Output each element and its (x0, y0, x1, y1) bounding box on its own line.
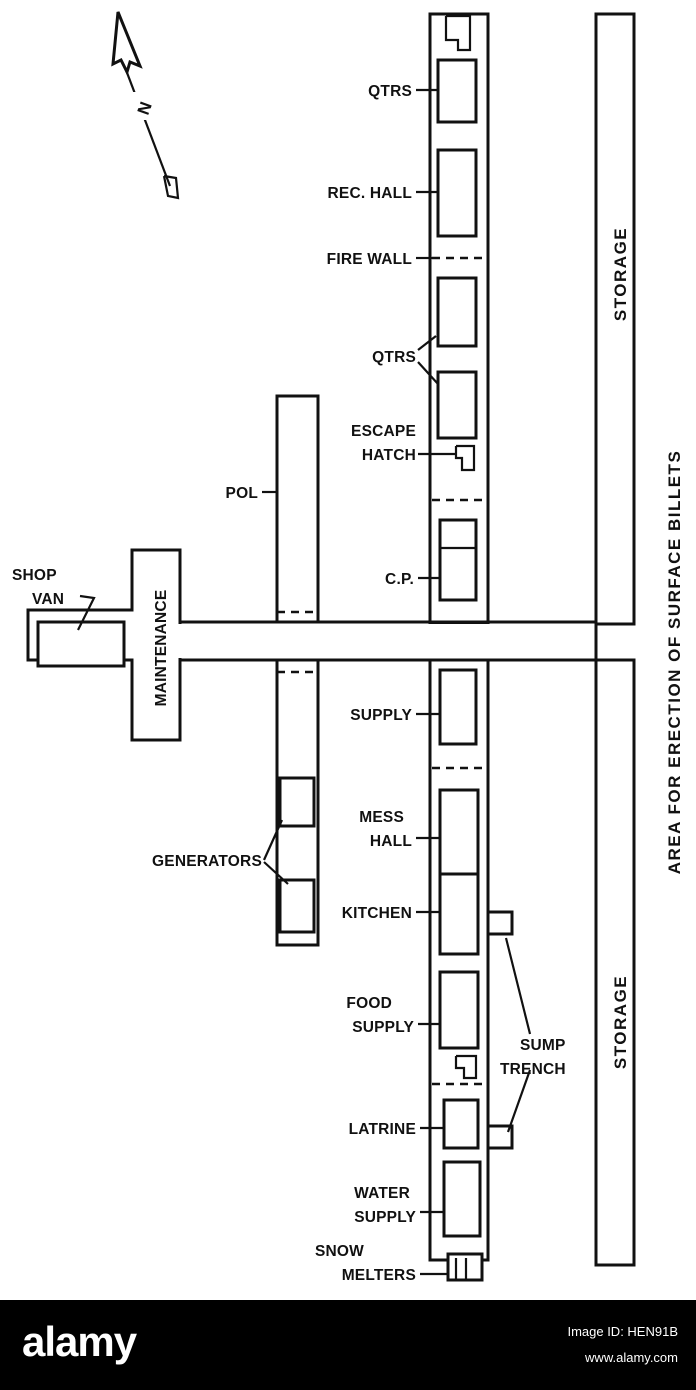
label-qtrs-mid: QTRS (372, 349, 416, 366)
label-latrine: LATRINE (349, 1121, 416, 1138)
storage-tunnel-bottom (594, 658, 636, 1267)
label-mess-hall-line2: HALL (370, 833, 412, 850)
label-food-supply-line1: FOOD (346, 995, 392, 1012)
area-caption: AREA FOR ERECTION OF SURFACE BILLETS (665, 450, 684, 875)
label-sump-trench-line2: TRENCH (500, 1061, 566, 1078)
kitchen-room (438, 872, 480, 956)
label-mess-hall-line1: MESS (359, 809, 404, 826)
food-supply-room (438, 970, 480, 1050)
label-generators: GENERATORS (152, 853, 262, 870)
entrance-structure (444, 14, 472, 52)
site-url-text: www.alamy.com (585, 1350, 678, 1365)
label-rec-hall: REC. HALL (328, 185, 412, 202)
label-sump-trench-line1: SUMP (520, 1037, 566, 1054)
generator-2 (278, 878, 316, 934)
latrine-room (442, 1098, 480, 1150)
label-water-supply-line1: WATER (354, 1185, 410, 1202)
label-storage-top: STORAGE (611, 227, 630, 321)
escape-hatch (454, 444, 476, 472)
supply-room (438, 668, 478, 746)
image-id-text: Image ID: HEN91B (567, 1324, 678, 1339)
label-maintenance: MAINTENANCE (153, 590, 170, 707)
label-storage-bottom: STORAGE (611, 975, 630, 1069)
qtrs-room-2 (436, 370, 478, 440)
label-pol: POL (226, 485, 258, 502)
watermark-footer: alamy Image ID: HEN91B www.alamy.com (0, 1300, 696, 1390)
label-cp: C.P. (385, 571, 414, 588)
label-water-supply-line2: SUPPLY (354, 1209, 416, 1226)
label-shop-van-line2: VAN (32, 591, 64, 608)
sump-trench-upper (488, 910, 514, 936)
shop-van (36, 620, 126, 668)
label-qtrs-top: QTRS (368, 83, 412, 100)
label-food-supply-line2: SUPPLY (352, 1019, 414, 1036)
label-supply: SUPPLY (350, 707, 412, 724)
qtrs-room-top (436, 58, 478, 124)
north-arrow-icon: N (111, 11, 180, 200)
camp-layout-plan: N (12, 11, 684, 1284)
storage-tunnel-top (594, 12, 636, 626)
label-escape-hatch-line1: ESCAPE (351, 423, 416, 440)
label-shop-van-line1: SHOP (12, 567, 57, 584)
generator-1 (278, 776, 316, 828)
rec-hall-room (436, 148, 478, 238)
sump-trench-lower (488, 1124, 514, 1150)
mess-hall-room (438, 788, 480, 876)
cp-room (438, 518, 478, 602)
label-kitchen: KITCHEN (342, 905, 412, 922)
north-arrow-label: N (134, 98, 157, 117)
qtrs-room-1 (436, 276, 478, 348)
sump-fixture (454, 1054, 478, 1080)
water-supply-room (442, 1160, 482, 1238)
brand-logo: alamy (22, 1318, 137, 1365)
label-fire-wall: FIRE WALL (327, 251, 412, 268)
label-snow-melters-line2: MELTERS (342, 1267, 416, 1284)
label-escape-hatch-line2: HATCH (362, 447, 416, 464)
label-snow-melters-line1: SNOW (315, 1243, 364, 1260)
